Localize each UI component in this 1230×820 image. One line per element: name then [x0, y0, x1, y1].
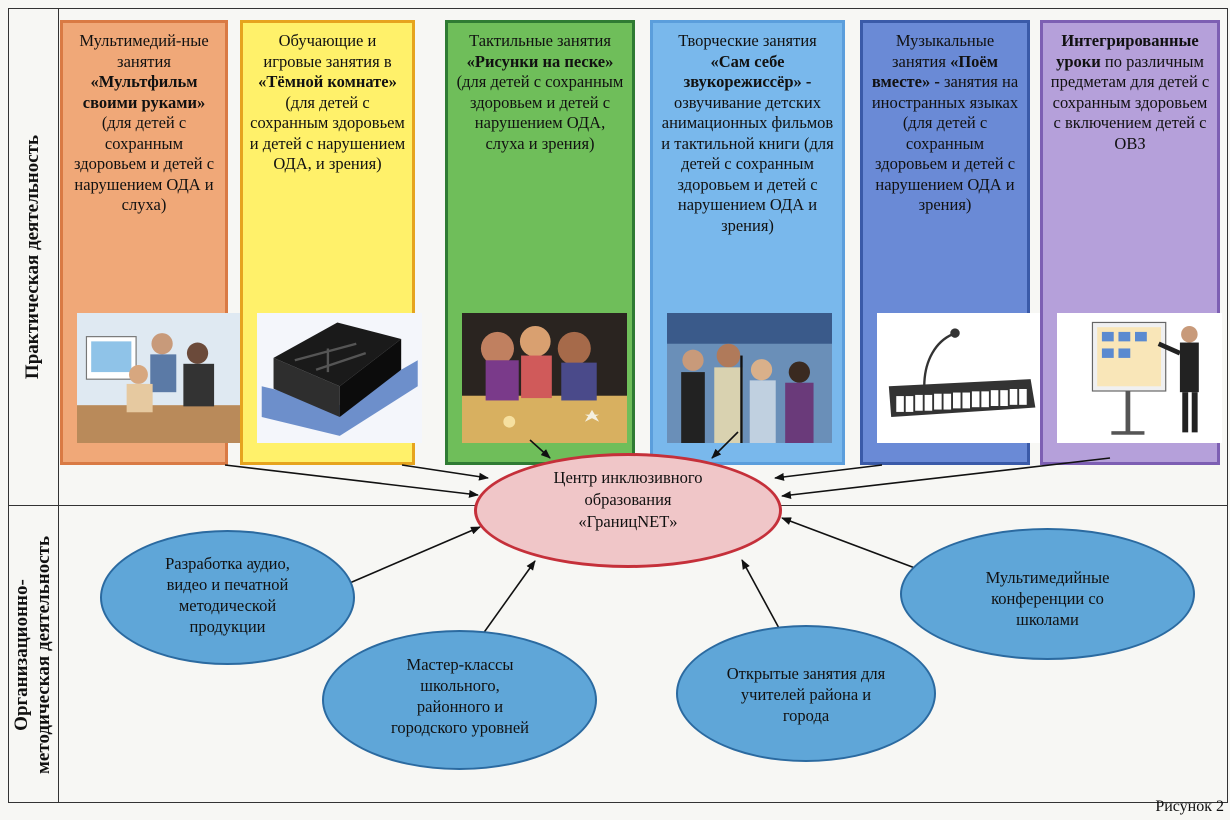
arrow-from-sand [529, 439, 551, 459]
column-sound-part-0: Творческие занятия [678, 31, 817, 50]
figure-caption: Рисунок 2 [1155, 798, 1224, 815]
column-integrated-part-0: Интегрированные уроки [1056, 31, 1199, 71]
column-dark-room-part-1: «Тёмной комнате» [258, 72, 397, 91]
arrow-from-conferences [781, 517, 916, 569]
center-title: Центр инклюзивного образования «ГраницNE… [474, 467, 782, 533]
conferences-line-1: Мультимедийные [985, 568, 1110, 587]
development-line-1: Разработка аудио, [165, 554, 290, 573]
open-lessons-line-3: города [782, 706, 830, 725]
master-classes-line-1: Мастер-классы [406, 655, 514, 674]
column-dark-room-text: Обучающие и игровые занятия в «Тёмной ко… [249, 31, 406, 175]
development-line-2: видео и печатной [166, 575, 289, 594]
open-lessons-line-1: Открытые занятия для [726, 664, 886, 683]
center-line-2: образования [584, 490, 672, 509]
column-music-text: Музыкальные занятия «Поём вместе» - заня… [869, 31, 1021, 216]
arrow-from-dark-room [401, 464, 489, 481]
center-line-3: «ГраницNET» [578, 512, 678, 531]
conferences-line-2: конференции со [991, 589, 1104, 608]
column-music-part-2: занятия на иностранных языках (для детей… [871, 72, 1019, 214]
center-ellipse [474, 453, 782, 568]
column-music: Музыкальные занятия «Поём вместе» - заня… [860, 20, 1043, 465]
ellipse-open-lessons [676, 625, 936, 762]
master-classes-line-2: школьного, [420, 676, 500, 695]
diagram-frame [8, 8, 1228, 803]
conferences-line-3: школами [1016, 610, 1079, 629]
synthesizer-picture [877, 313, 1043, 443]
column-integrated-text: Интегрированные уроки по различным предм… [1049, 31, 1211, 154]
column-sand-text: Тактильные занятия «Рисунки на песке» (д… [454, 31, 626, 154]
column-multimedia-part-0: Мультимедий-ные занятия [79, 31, 209, 71]
master-classes-line-3: районного и [416, 697, 504, 716]
development-line-4: продукции [189, 617, 266, 636]
ellipse-open-lessons-text: Открытые занятия для учителей района и г… [686, 663, 926, 726]
open-lessons-line-2: учителей района и [740, 685, 872, 704]
children-at-computer-picture [77, 313, 243, 443]
development-line-3: методической [178, 596, 277, 615]
arrow-from-multimedia [224, 464, 479, 498]
ellipse-conferences-text: Мультимедийные конференции со школами [920, 567, 1175, 630]
column-sand-part-0: Тактильные занятия [469, 31, 611, 50]
column-sand-part-2: (для детей с сохранным здоровьем и детей… [456, 72, 624, 153]
label-column-divider [58, 8, 59, 803]
master-classes-line-4: городского уровней [390, 718, 530, 737]
arrow-from-development [344, 526, 481, 586]
interactive-board-picture [1057, 313, 1223, 443]
ellipse-development [100, 530, 355, 665]
column-multimedia-part-2: (для детей с сохранным здоровьем и детей… [73, 113, 215, 214]
arrow-from-music [774, 464, 883, 481]
arrow-from-sound [711, 431, 739, 459]
column-sound-text: Творческие занятия «Сам себе звукорежисс… [659, 31, 836, 236]
column-sand: Тактильные занятия «Рисунки на песке» (д… [445, 20, 635, 465]
arrow-from-integrated [781, 457, 1111, 499]
column-music-part-0: Музыкальные занятия [892, 31, 995, 71]
arrow-from-open-lessons [741, 559, 781, 631]
sand-drawing-picture [462, 313, 628, 443]
column-integrated-part-1: по различным предметам для детей с сохра… [1050, 51, 1210, 153]
kids-singing-picture [667, 313, 833, 443]
column-multimedia: Мультимедий-ные занятия «Мультфильм свои… [60, 20, 243, 465]
column-dark-room: Обучающие и игровые занятия в «Тёмной ко… [240, 20, 423, 465]
dark-room-model-picture [257, 313, 423, 443]
ellipse-conferences [900, 528, 1195, 660]
ellipse-master-classes [322, 630, 597, 770]
column-sound-part-1: «Сам себе звукорежиссёр» - [683, 51, 812, 92]
column-dark-room-part-2: (для детей с сохранным здоровьем и детей… [249, 92, 406, 174]
column-dark-room-part-0: Обучающие и игровые занятия в [263, 31, 392, 71]
column-multimedia-part-1: «Мультфильм своими руками» [82, 72, 206, 112]
column-music-part-1: «Поём вместе» - [871, 51, 998, 92]
column-multimedia-text: Мультимедий-ные занятия «Мультфильм свои… [69, 31, 219, 216]
ellipse-master-classes-text: Мастер-классы школьного, районного и гор… [340, 654, 580, 738]
ellipse-development-text: Разработка аудио, видео и печатной метод… [110, 553, 345, 637]
column-sound-part-2: озвучивание детских анимационных фильмов… [661, 92, 834, 235]
column-integrated: Интегрированные уроки по различным предм… [1040, 20, 1223, 465]
column-sound: Творческие занятия «Сам себе звукорежисс… [650, 20, 845, 465]
center-line-1: Центр инклюзивного [553, 468, 703, 487]
column-sand-part-1: «Рисунки на песке» [466, 51, 614, 71]
